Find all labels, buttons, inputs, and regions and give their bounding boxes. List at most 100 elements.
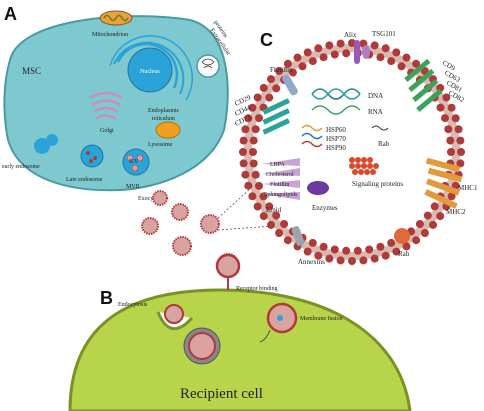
mvb (122, 148, 150, 176)
phospholipid-head (436, 212, 445, 221)
rab-squiggle (371, 125, 389, 131)
phospholipid-head (253, 202, 262, 211)
rab-bubble (394, 228, 410, 244)
phospholipid-head (412, 236, 421, 245)
phospholipid-head (444, 125, 453, 134)
phospholipid-head (402, 242, 411, 251)
hsp-icon (301, 124, 323, 148)
phospholipid-head (397, 62, 406, 71)
phospholipid-head (319, 53, 328, 62)
phospholipid-head (255, 114, 263, 123)
phospholipid-head (441, 114, 449, 123)
phospholipid-head (342, 246, 351, 255)
phospholipid-head (283, 236, 292, 245)
recipient-cell-title: Recipient cell (180, 386, 263, 402)
phospholipid-head (446, 136, 455, 145)
phospholipid-head (241, 125, 250, 134)
exosome-3 (141, 217, 159, 235)
phospholipid-head (283, 59, 292, 68)
phospholipid-head (454, 125, 463, 134)
phospholipid-head (381, 251, 390, 260)
phospholipid-head (272, 211, 281, 220)
internalized-endosome (183, 327, 221, 365)
tsg101-protein (362, 45, 370, 59)
phospholipid-head (308, 57, 317, 66)
panel-b-label: B (100, 288, 113, 308)
endocytosis-label: Endocytosis (118, 302, 148, 308)
nucleus (109, 35, 193, 101)
phospholipid-head (249, 136, 258, 145)
mitochondrion (99, 10, 133, 26)
phospholipid-head (436, 103, 445, 112)
phospholipid-head (253, 93, 262, 102)
sphingolipids-label: Sphingolipids (264, 192, 298, 198)
phospholipid-head (275, 229, 284, 237)
phospholipid-head (239, 159, 248, 168)
receptor-bound-exosome (215, 253, 241, 279)
phospholipid-head (387, 57, 396, 66)
phospholipid-head (265, 202, 274, 211)
enzymes-label: Enzymes (312, 204, 338, 212)
late-endosome-label: Late endosome (66, 177, 103, 183)
nucleus-label: Nucleus (140, 69, 160, 75)
phospholipid-head (447, 103, 456, 112)
phospholipid-head (330, 245, 339, 254)
early-endosome-label: early endosome (2, 164, 40, 170)
raft-flotillin-label: Flotillin (270, 182, 289, 188)
phospholipid-head (442, 93, 451, 102)
exosome-1 (152, 190, 168, 206)
phospholipid-head (415, 220, 424, 228)
exocytosis-label: Exocytosis (138, 196, 165, 202)
phospholipid-head (314, 44, 323, 53)
phospholipid-head (429, 220, 437, 229)
tetraspanin-proteins (404, 58, 443, 112)
phospholipid-head (303, 48, 312, 57)
phospholipid-head (244, 114, 253, 123)
phospholipid-head (244, 181, 253, 190)
phospholipid-head (255, 181, 263, 190)
signaling-proteins-icon (349, 157, 379, 175)
rab-label: Rab (378, 140, 390, 148)
phospholipid-head (447, 192, 456, 201)
phospholipid-head (447, 148, 455, 156)
phospholipid-head (288, 68, 297, 77)
mvb-label: MVB (126, 184, 140, 190)
lbpa-label: LBPA (270, 162, 285, 168)
golgi-label: Golgi (100, 128, 114, 134)
mhc2-label: MHC2 (446, 208, 466, 216)
phospholipid-head (248, 103, 257, 112)
hsp70-label: HSP70 (326, 135, 346, 143)
er-label-line1: Endoplasmic (148, 108, 180, 114)
phospholipid-head (272, 84, 281, 93)
phospholipid-head (451, 181, 460, 190)
signaling-proteins-label: Signaling proteins (352, 180, 403, 188)
phospholipid-head (249, 148, 257, 156)
phospholipid-head (251, 125, 260, 134)
golgi (89, 91, 123, 121)
panel-a-label: A (4, 4, 17, 24)
phospholipid-head (325, 41, 334, 50)
hsp90-label: HSP90 (326, 144, 346, 152)
phospholipid-head (259, 83, 268, 92)
phospholipid-head (241, 170, 250, 179)
phospholipid-head (251, 170, 260, 179)
lipid-label: Lipid (266, 206, 282, 214)
mhc-proteins (424, 157, 463, 209)
phospholipid-head (265, 93, 274, 102)
phospholipid-head (249, 159, 258, 168)
phospholipid-head (392, 247, 401, 256)
annexins-label: Annexins (298, 258, 325, 266)
membrane-fusion (259, 302, 298, 343)
mhc1-label: MHC1 (458, 184, 478, 192)
phospholipid-head (239, 136, 248, 145)
phospholipid-head (336, 39, 345, 48)
phospholipid-head (376, 242, 385, 251)
phospholipid-head (430, 202, 439, 211)
exosome-2 (171, 203, 189, 221)
phospholipid-head (423, 211, 432, 220)
phospholipid-head (267, 220, 275, 229)
phospholipid-head (370, 254, 379, 263)
phospholipid-head (293, 53, 302, 62)
recipient-cell (68, 288, 412, 411)
